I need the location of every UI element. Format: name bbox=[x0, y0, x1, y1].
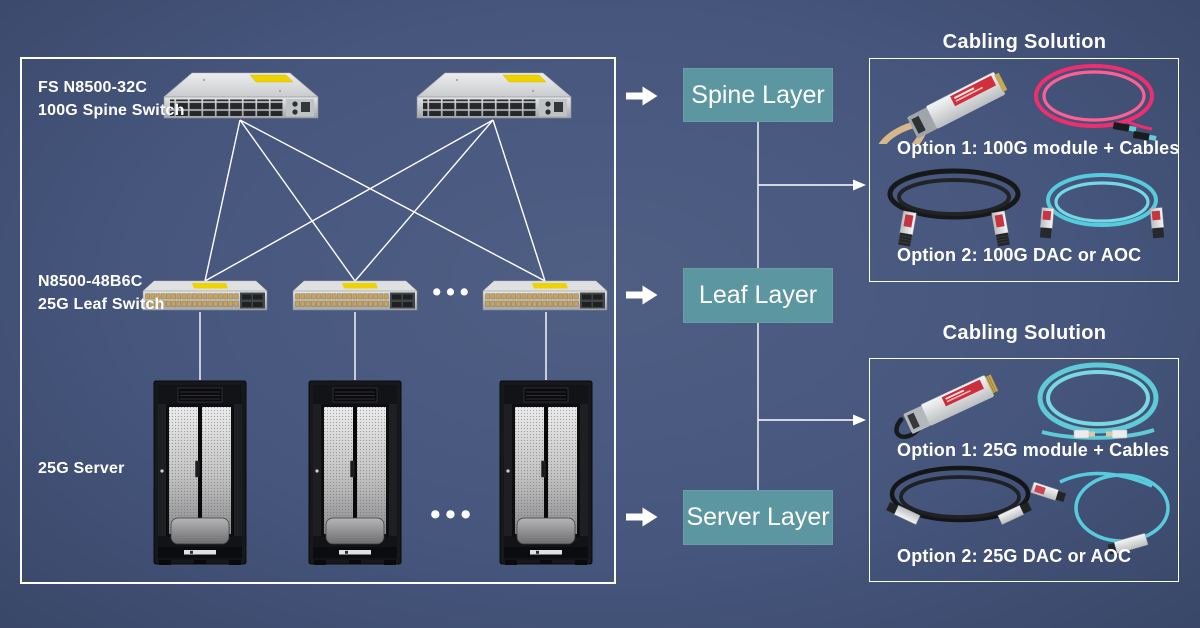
layer-box-spine: Spine Layer bbox=[683, 68, 833, 122]
switch-sticker bbox=[192, 283, 228, 289]
qsfp28-module-icon bbox=[876, 72, 1008, 144]
sfp28-module-icon bbox=[894, 374, 999, 439]
dac-cable-100g-icon bbox=[887, 168, 1021, 247]
switch-sticker bbox=[502, 74, 547, 83]
leaf-switch-image bbox=[292, 280, 418, 311]
layer-box-server: Server Layer bbox=[683, 490, 833, 545]
leaf-switch-image bbox=[482, 280, 608, 311]
aoc-cable-25g-icon bbox=[1030, 471, 1170, 555]
switch-sticker bbox=[342, 283, 378, 289]
server-device-label: 25G Server bbox=[38, 460, 125, 477]
server-rack-image bbox=[499, 380, 593, 565]
branch-arrowhead-icon bbox=[853, 414, 866, 426]
branch-arrowhead-icon bbox=[853, 179, 866, 191]
cabling-section-title: Cabling Solution bbox=[942, 322, 1107, 344]
leaf-switch-image bbox=[142, 280, 268, 311]
option-label: Option 1: 100G module + Cables bbox=[897, 138, 1180, 158]
spine-device-label: FS N8500-32C 100G Spine Switch bbox=[38, 79, 185, 119]
flow-arrow-icon bbox=[626, 507, 658, 527]
option-label: Option 2: 25G DAC or AOC bbox=[897, 546, 1132, 566]
topology-panel bbox=[20, 57, 616, 584]
switch-sticker bbox=[532, 283, 568, 289]
cabling-section-title: Cabling Solution bbox=[942, 31, 1107, 53]
spine-switch-image bbox=[416, 72, 572, 119]
ellipsis-icon: ••• bbox=[432, 278, 474, 306]
flow-arrow-icon bbox=[626, 86, 658, 106]
option-label: Option 2: 100G DAC or AOC bbox=[897, 245, 1142, 265]
cabling-panel-100g bbox=[869, 58, 1179, 282]
leaf-device-label: N8500-48B6C 25G Leaf Switch bbox=[38, 273, 165, 313]
lc-fiber-cable-icon bbox=[1037, 362, 1159, 440]
ellipsis-icon: ••• bbox=[430, 499, 476, 531]
dac-cable-25g-icon bbox=[886, 465, 1032, 525]
switch-sticker bbox=[249, 74, 294, 83]
mpo-fiber-cable-icon bbox=[1034, 64, 1157, 141]
spine-switch-image bbox=[163, 72, 319, 119]
server-rack-image bbox=[153, 380, 247, 565]
server-rack-image bbox=[308, 380, 402, 565]
option-label: Option 1: 25G module + Cables bbox=[897, 440, 1170, 460]
flow-arrow-icon bbox=[626, 285, 658, 305]
aoc-cable-100g-icon bbox=[1039, 173, 1165, 239]
layer-box-leaf: Leaf Layer bbox=[683, 268, 833, 323]
cabling-panel-25g bbox=[869, 358, 1179, 582]
